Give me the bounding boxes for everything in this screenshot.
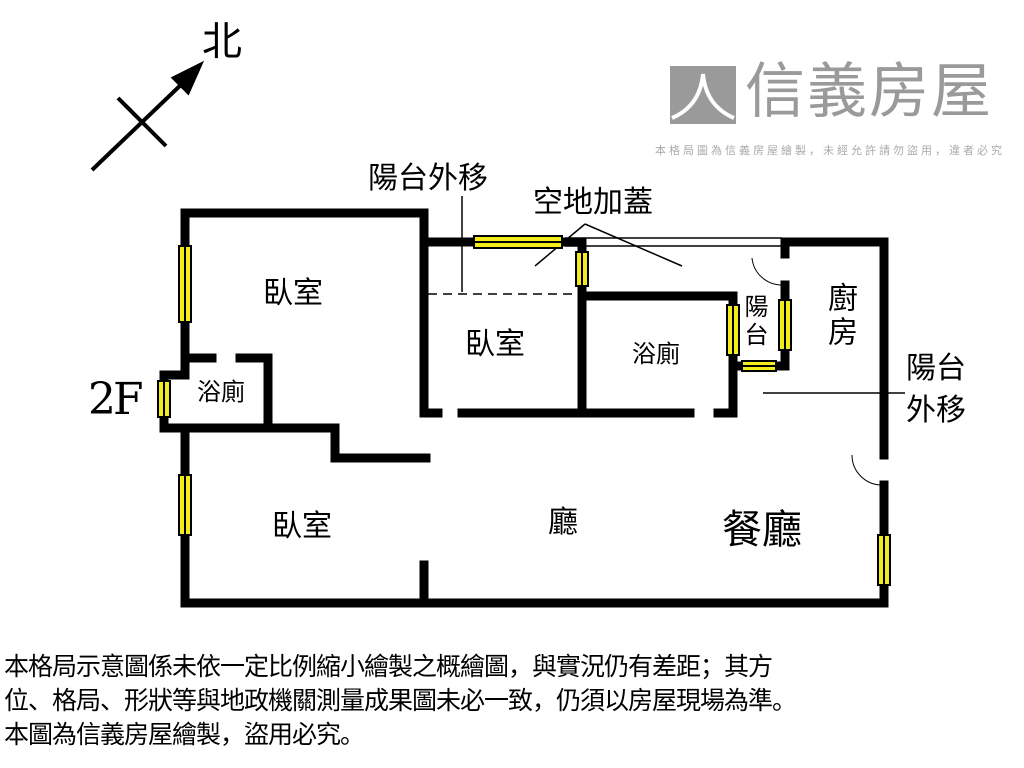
disclaimer: 本格局示意圖係未依一定比例縮小繪製之概繪圖，與實況仍有差距；其方 位、格局、形狀… <box>4 650 1024 752</box>
disclaimer-line: 位、格局、形狀等與地政機關測量成果圖未必一致，仍須以房屋現場為準。 <box>4 686 797 715</box>
room-kitchen: 廚房 <box>822 282 857 350</box>
watermark-brand: 信義房屋 <box>745 57 993 127</box>
doors <box>751 257 883 486</box>
room-bedroom-lower: 臥室 <box>272 509 332 544</box>
annotation-balcony-moved-top: 陽台外移 <box>368 161 488 196</box>
watermark-notice: 本格局圖為信義房屋繪製，未經允許請勿盜用，違者必究 <box>655 144 1005 157</box>
north-label: 北 <box>202 19 242 65</box>
annotation-balcony-moved-right: 陽台外移 <box>906 351 966 428</box>
annotation-open-space-addition: 空地加蓋 <box>533 185 653 220</box>
room-living: 廳 <box>548 505 578 540</box>
disclaimer-line: 本圖為信義房屋繪製，盜用必究。 <box>4 720 365 749</box>
room-bath-middle: 浴廁 <box>632 340 680 368</box>
room-bath-left: 浴廁 <box>197 378 245 406</box>
room-bedroom-main: 臥室 <box>263 276 323 311</box>
windows <box>157 235 891 586</box>
disclaimer-line: 本格局示意圖係未依一定比例縮小繪製之概繪圖，與實況仍有差距；其方 <box>4 652 773 681</box>
room-balcony: 陽台 <box>740 294 768 350</box>
floor-label: 2F <box>88 374 144 425</box>
room-dining: 餐廳 <box>722 507 802 553</box>
floor-plan <box>90 60 905 608</box>
room-bedroom-middle: 臥室 <box>465 327 525 362</box>
extension-outline <box>461 196 905 394</box>
watermark-logo <box>670 66 736 124</box>
compass-icon <box>90 60 205 172</box>
